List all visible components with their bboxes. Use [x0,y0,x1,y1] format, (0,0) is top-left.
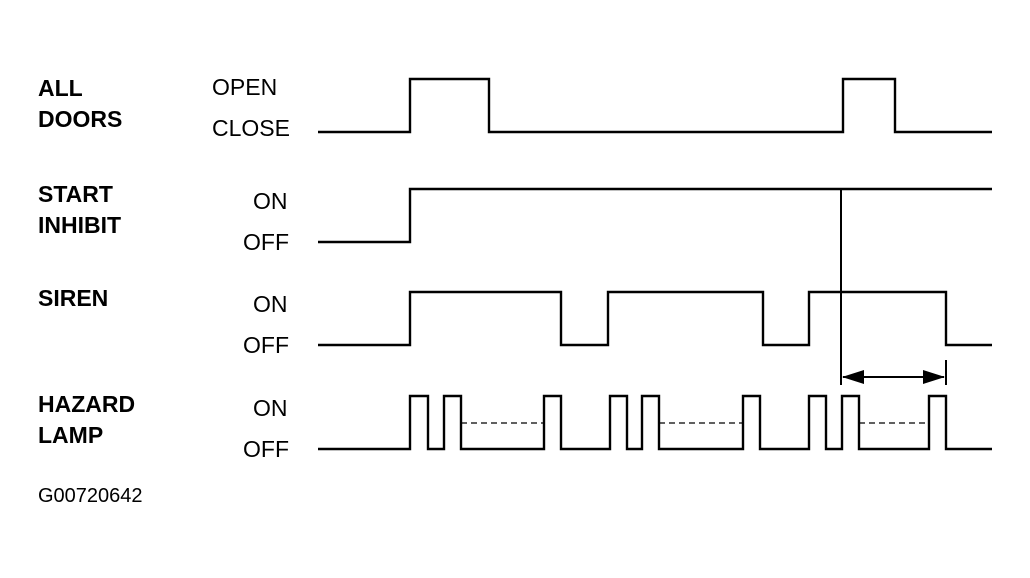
state-label-high: ON [253,291,288,317]
signal-name-line2: INHIBIT [38,212,121,238]
state-label-high: ON [253,188,288,214]
waveform-all-doors [318,77,992,134]
figure-id: G00720642 [38,485,143,507]
state-label-low: OFF [243,229,289,255]
signal-all-doors: ALL DOORS OPEN CLOSE [38,74,992,141]
signal-name-line2: DOORS [38,106,122,132]
waveform-start-inhibit [318,187,992,244]
state-label-low: OFF [243,436,289,462]
state-label-high: ON [253,395,288,421]
arrow-left-icon [842,370,864,384]
waveform-hazard-lamp [318,394,992,451]
signal-name-line1: START [38,181,113,207]
signal-siren: SIREN ON OFF [38,285,992,358]
state-label-low: CLOSE [212,115,290,141]
signal-start-inhibit: START INHIBIT ON OFF [38,181,992,255]
duration-marker [840,189,947,385]
state-label-high: OPEN [212,74,277,100]
signal-name-line1: ALL [38,75,83,101]
signal-hazard-lamp: HAZARD LAMP ON OFF [38,391,992,462]
state-label-low: OFF [243,332,289,358]
signal-name-line1: HAZARD [38,391,135,417]
signal-name-line2: LAMP [38,422,103,448]
signal-name-line1: SIREN [38,285,108,311]
waveform-siren [318,290,992,347]
arrow-right-icon [923,370,945,384]
